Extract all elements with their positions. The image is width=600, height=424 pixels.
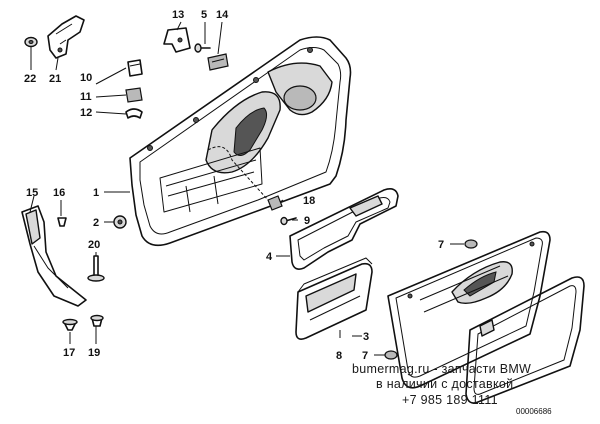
label-1: 1 (93, 187, 99, 199)
clip-11 (125, 87, 143, 103)
label-3: 3 (363, 331, 369, 343)
label-14: 14 (216, 9, 229, 21)
connector-18 (267, 195, 283, 211)
watermark-line-1: bumermag.ru - запчасти BMW (352, 362, 532, 376)
bracket-13 (163, 27, 191, 53)
label-11: 11 (80, 91, 92, 103)
screw-5 (194, 43, 211, 53)
clip-10 (127, 59, 143, 77)
watermark-line-2: в наличии с доставкой (376, 377, 514, 391)
leader-lines (29, 21, 464, 356)
storage-pocket (295, 257, 373, 340)
plug-7-upper (464, 239, 478, 249)
label-18: 18 (303, 195, 315, 207)
clip-12 (125, 108, 143, 119)
armrest-frame (289, 188, 399, 270)
label-10: 10 (80, 72, 92, 84)
label-9: 9 (304, 215, 310, 227)
label-20: 20 (88, 239, 100, 251)
label-12: 12 (80, 107, 92, 119)
plug-14 (207, 53, 229, 71)
label-21: 21 (49, 73, 61, 85)
clip-19 (90, 314, 104, 327)
label-22: 22 (24, 73, 36, 85)
label-2: 2 (93, 217, 99, 229)
outer-door-trim (465, 276, 585, 404)
label-5: 5 (201, 9, 207, 21)
door-panel-insert (387, 230, 551, 389)
label-7-lower: 7 (362, 350, 368, 362)
label-16: 16 (53, 187, 65, 199)
clip-2 (113, 215, 127, 229)
upper-bracket (47, 15, 85, 59)
clip-17 (62, 318, 78, 331)
diagram-code: 00006686 (516, 407, 552, 416)
label-17: 17 (63, 347, 75, 359)
plug-7-lower (384, 350, 398, 360)
label-19: 19 (88, 347, 100, 359)
label-15: 15 (26, 187, 38, 199)
label-13: 13 (172, 9, 184, 21)
door-trim-panel (129, 36, 352, 247)
label-7-upper: 7 (438, 239, 444, 251)
grommet (24, 36, 38, 48)
watermark-line-3: +7 985 189 1111 (402, 393, 498, 407)
screw-9 (280, 216, 297, 226)
label-8: 8 (336, 350, 342, 362)
clip-16 (57, 217, 67, 227)
part-number-labels: 1 2 3 4 5 7 7 8 9 10 11 12 13 14 15 16 1… (24, 9, 444, 362)
pin-20 (87, 255, 105, 282)
label-4: 4 (266, 251, 273, 263)
pillar-trim (21, 205, 87, 307)
